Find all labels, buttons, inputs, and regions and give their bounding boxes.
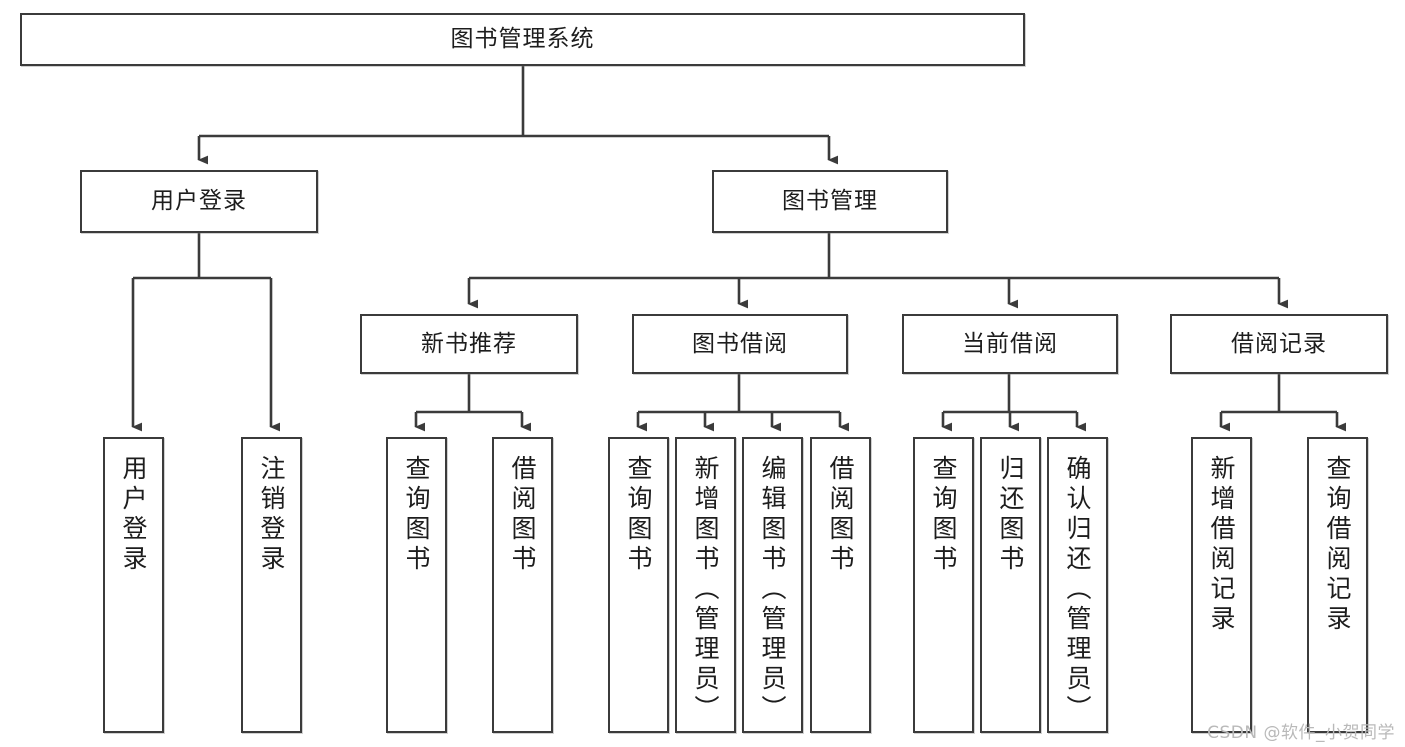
leaf-borrow-book-recommend[interactable]: 借阅图书 bbox=[492, 437, 553, 733]
node-new-book-recommend[interactable]: 新书推荐 bbox=[360, 314, 578, 374]
node-label: 查询图书 bbox=[929, 455, 958, 575]
node-label: 编辑图书（管理员） bbox=[758, 455, 787, 725]
node-label: 新书推荐 bbox=[421, 330, 517, 357]
node-user-login[interactable]: 用户登录 bbox=[80, 170, 318, 233]
node-label: 图书借阅 bbox=[692, 330, 788, 357]
node-label: 查询图书 bbox=[402, 455, 431, 575]
leaf-add-borrow-record[interactable]: 新增借阅记录 bbox=[1191, 437, 1252, 733]
leaf-user-login[interactable]: 用户登录 bbox=[103, 437, 164, 733]
node-label: 借阅记录 bbox=[1231, 330, 1327, 357]
watermark: CSDN @软件_小贺同学 bbox=[1207, 723, 1395, 743]
node-label: 确认归还（管理员） bbox=[1063, 455, 1092, 725]
node-label: 查询图书 bbox=[624, 455, 653, 575]
leaf-query-borrow-record[interactable]: 查询借阅记录 bbox=[1307, 437, 1368, 733]
node-current-borrow[interactable]: 当前借阅 bbox=[902, 314, 1118, 374]
node-label: 查询借阅记录 bbox=[1323, 455, 1352, 635]
node-borrow-record[interactable]: 借阅记录 bbox=[1170, 314, 1388, 374]
leaf-borrow-book[interactable]: 借阅图书 bbox=[810, 437, 871, 733]
leaf-confirm-return-admin[interactable]: 确认归还（管理员） bbox=[1047, 437, 1108, 733]
node-label: 借阅图书 bbox=[508, 455, 537, 575]
node-label: 注销登录 bbox=[257, 455, 286, 575]
leaf-edit-book-admin[interactable]: 编辑图书（管理员） bbox=[742, 437, 803, 733]
leaf-query-book-borrow[interactable]: 查询图书 bbox=[608, 437, 669, 733]
leaf-query-book-recommend[interactable]: 查询图书 bbox=[386, 437, 447, 733]
node-label: 用户登录 bbox=[119, 455, 148, 575]
leaf-return-book[interactable]: 归还图书 bbox=[980, 437, 1041, 733]
node-label: 当前借阅 bbox=[962, 330, 1058, 357]
leaf-add-book-admin[interactable]: 新增图书（管理员） bbox=[675, 437, 736, 733]
node-label: 图书管理系统 bbox=[450, 26, 595, 53]
leaf-query-book-current[interactable]: 查询图书 bbox=[913, 437, 974, 733]
node-label: 归还图书 bbox=[996, 455, 1025, 575]
node-label: 新增借阅记录 bbox=[1207, 455, 1236, 635]
node-label: 图书管理 bbox=[782, 188, 878, 215]
node-label: 借阅图书 bbox=[826, 455, 855, 575]
leaf-logout[interactable]: 注销登录 bbox=[241, 437, 302, 733]
node-label: 用户登录 bbox=[151, 188, 247, 215]
node-book-management[interactable]: 图书管理 bbox=[712, 170, 948, 233]
node-label: 新增图书（管理员） bbox=[691, 455, 720, 725]
node-root-book-management-system[interactable]: 图书管理系统 bbox=[20, 13, 1025, 66]
node-book-borrow[interactable]: 图书借阅 bbox=[632, 314, 848, 374]
